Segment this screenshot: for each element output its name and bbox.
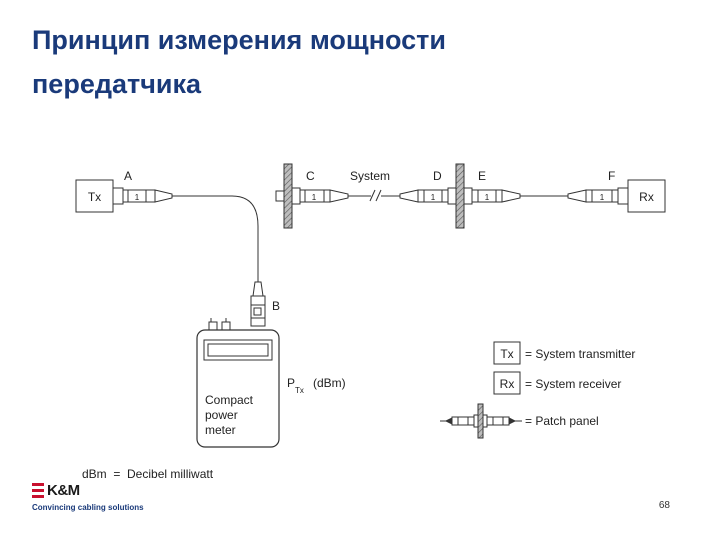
- slide-title: Принцип измерения мощности передатчика: [32, 18, 672, 106]
- legend-tx-text: = System transmitter: [525, 347, 635, 361]
- rx-box: Rx: [627, 179, 666, 213]
- svg-text:1: 1: [485, 193, 490, 202]
- rx-box-label: Rx: [639, 190, 654, 204]
- label-c: C: [306, 169, 315, 183]
- patch-panel-2: 1 1: [399, 163, 521, 229]
- label-system: System: [350, 169, 390, 183]
- svg-text:1: 1: [431, 193, 436, 202]
- label-d: D: [433, 169, 442, 183]
- label-b: B: [272, 299, 280, 313]
- slide-title-line-2: передатчика: [32, 69, 202, 99]
- logo-mark-icon: [32, 483, 44, 498]
- legend-rx-symbol: Rx: [500, 377, 515, 391]
- legend-patch-text: = Patch panel: [525, 414, 599, 428]
- label-e: E: [478, 169, 486, 183]
- logo-tagline: Convincing cabling solutions: [32, 503, 144, 512]
- slide-title-line-1: Принцип измерения мощности: [32, 25, 446, 55]
- meter-label-line-1: Compact: [205, 393, 254, 407]
- meter-label-line-3: meter: [205, 423, 236, 437]
- connector-f: 1: [567, 187, 629, 205]
- patch-panel-icon: [440, 403, 522, 439]
- logo-brand: K&M: [47, 482, 80, 499]
- svg-text:1: 1: [135, 193, 140, 202]
- svg-text:1: 1: [600, 193, 605, 202]
- legend: Tx = System transmitter Rx = System rece…: [440, 341, 635, 439]
- dbm-footnote: dBm = Decibel milliwatt: [82, 467, 214, 481]
- connector-b: [250, 281, 266, 327]
- label-f: F: [608, 169, 615, 183]
- ptx-unit: (dBm): [313, 376, 346, 390]
- ptx-label: P Tx (dBm): [287, 376, 346, 395]
- label-a: A: [124, 169, 132, 183]
- patch-panel-1: 1: [275, 163, 349, 229]
- patch-cable: [172, 195, 259, 282]
- legend-tx-symbol: Tx: [500, 347, 513, 361]
- legend-rx-text: = System receiver: [525, 377, 621, 391]
- connector-a: 1: [112, 187, 173, 205]
- system-fiber: [348, 189, 400, 202]
- company-logo: K&M Convincing cabling solutions: [32, 482, 144, 512]
- tx-box: Tx: [75, 179, 114, 213]
- tx-box-label: Tx: [88, 190, 101, 204]
- ptx-subscript: Tx: [295, 386, 304, 395]
- svg-text:1: 1: [312, 193, 317, 202]
- meter-label-line-2: power: [205, 408, 238, 422]
- page-number: 68: [658, 500, 670, 511]
- power-meter: Compact power meter: [196, 318, 280, 448]
- ptx-main: P: [287, 376, 295, 390]
